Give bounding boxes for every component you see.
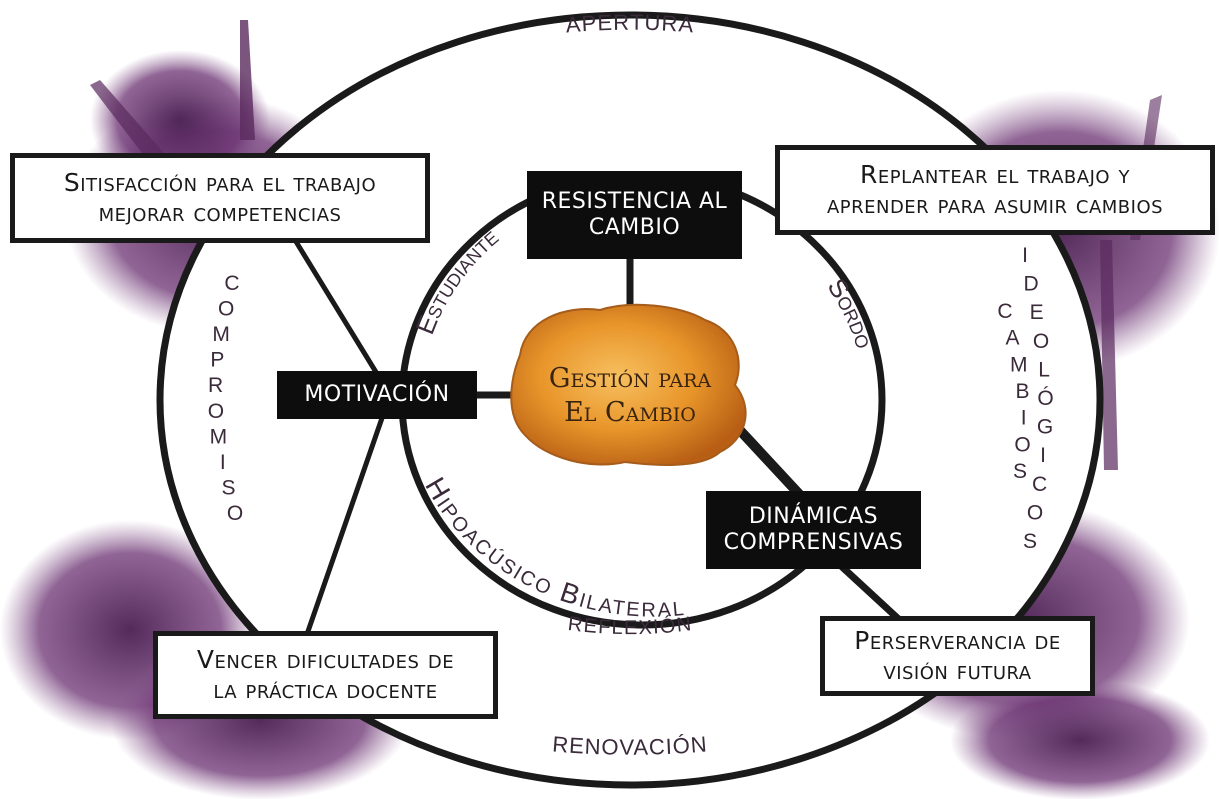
- satisfaccion-line2: mejorar competencias: [98, 198, 342, 227]
- resistencia-line1: RESISTENCIA AL: [541, 188, 728, 214]
- ring-letter: C: [224, 272, 239, 295]
- satisfaccion-line1: Sitisfacción para el trabajo: [63, 168, 377, 197]
- center-blob: [510, 303, 747, 466]
- ring-letter: G: [1037, 416, 1053, 439]
- motivacion-box: MOTIVACIÓN: [277, 371, 477, 419]
- connector-lines: [292, 237, 909, 643]
- center-title-line2: El Cambio: [564, 396, 696, 428]
- resistencia-box: RESISTENCIA AL CAMBIO: [527, 171, 742, 259]
- perseverancia-box: Perserverancia de visión futura: [820, 616, 1095, 696]
- satisfaccion-box: Sitisfacción para el trabajo mejorar com…: [10, 153, 430, 243]
- resistencia-line2: CAMBIO: [588, 215, 681, 240]
- ring-letter: O: [1033, 330, 1049, 353]
- ring-letter: I: [220, 451, 226, 474]
- replantear-line1: Replantear el trabajo y: [860, 160, 1130, 189]
- inner-reflexion-label: REFLEXIÓN: [567, 613, 694, 639]
- perseverancia-line2: visión futura: [883, 656, 1032, 685]
- ring-letter: C: [1032, 473, 1047, 496]
- ring-letter: S: [1023, 530, 1037, 553]
- ring-letter: C: [997, 300, 1012, 323]
- replantear-line2: aprender para asumir cambios: [826, 190, 1164, 219]
- ring-letter: L: [1038, 358, 1050, 381]
- ring-letter: O: [218, 298, 234, 321]
- ring-letter: B: [1015, 380, 1029, 403]
- perseverancia-line1: Perserverancia de: [854, 626, 1061, 655]
- center-title: Gestión para El Cambio: [510, 362, 750, 430]
- vencer-line2: la práctica docente: [213, 675, 438, 704]
- outer-top-label: APERTURA: [565, 10, 696, 38]
- vencer-box: Vencer dificultades de la práctica docen…: [153, 631, 498, 719]
- ring-letter: Ó: [1037, 387, 1053, 410]
- ring-letter: A: [1005, 327, 1019, 350]
- ring-letter: O: [227, 502, 243, 525]
- dinamicas-line1: DINÁMICAS: [748, 503, 879, 529]
- replantear-box: Replantear el trabajo y aprender para as…: [775, 145, 1215, 235]
- ring-letter: O: [1027, 501, 1043, 524]
- dinamicas-line2: COMPRENSIVAS: [723, 530, 904, 555]
- ring-letter: E: [1030, 301, 1044, 324]
- ring-letter: O: [1014, 433, 1030, 456]
- ring-letter: S: [1013, 460, 1027, 483]
- ring-letter: M: [1010, 353, 1028, 376]
- ring-letter: M: [212, 323, 230, 346]
- ring-letter: R: [208, 374, 223, 397]
- motivacion-label: MOTIVACIÓN: [304, 381, 450, 407]
- dinamicas-box: DINÁMICAS COMPRENSIVAS: [706, 491, 921, 569]
- ring-letter: I: [1040, 444, 1046, 467]
- vencer-line1: Vencer dificultades de: [196, 645, 455, 674]
- ring-letter: I: [1022, 244, 1028, 267]
- outer-bottom-label: RENOVACIÓN: [552, 731, 709, 759]
- ring-letter: D: [1024, 273, 1039, 296]
- ring-letter: I: [1021, 407, 1027, 430]
- ring-letter: S: [221, 476, 235, 499]
- ring-letter: M: [210, 425, 228, 448]
- ring-letter: P: [210, 349, 224, 372]
- center-title-line1: Gestión para: [548, 363, 712, 394]
- ring-letter: O: [208, 400, 224, 423]
